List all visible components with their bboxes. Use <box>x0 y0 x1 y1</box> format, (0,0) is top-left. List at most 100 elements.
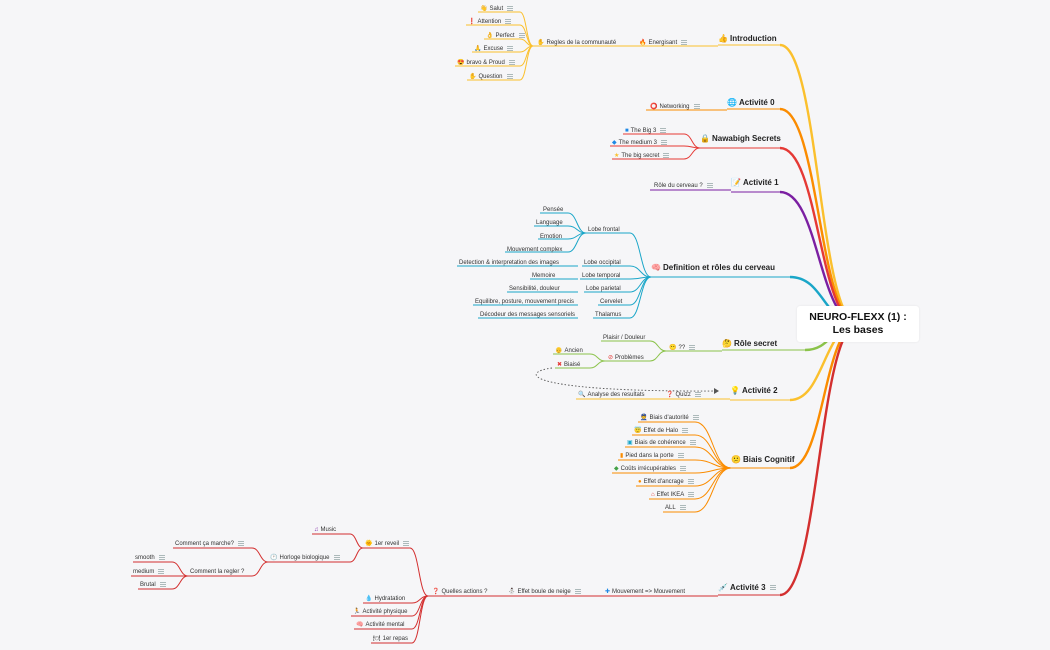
halo-icon: 😇 <box>634 428 642 434</box>
biais-item[interactable]: ●Effet d'ancrage <box>638 478 694 486</box>
connector-line <box>171 575 189 590</box>
biais-item[interactable]: ▮Pied dans la porte <box>620 452 684 460</box>
wave-icon: 👋 <box>480 6 488 12</box>
connector-line <box>694 421 732 469</box>
node-comment-marche[interactable]: Comment ça marche? <box>175 540 245 548</box>
intro-item[interactable]: 👌Perfect <box>486 32 525 40</box>
music-note-icon: ♫ <box>314 527 319 533</box>
intro-item[interactable]: ✋Question <box>469 73 513 81</box>
lobe-name[interactable]: Lobe parietal <box>586 286 621 292</box>
syringe-icon: 💉 <box>718 583 728 592</box>
node-lobe-frontal[interactable]: Lobe frontal <box>588 227 620 233</box>
connector-line <box>349 533 364 549</box>
intro-item[interactable]: 👋Salut <box>480 5 514 13</box>
branch-role-secret[interactable]: 🤔Rôle secret <box>722 339 778 348</box>
function-desc[interactable]: Sensibilité, douleur <box>509 286 560 292</box>
biais-item[interactable]: ⌂Effet IKEA <box>651 491 695 499</box>
note-icon <box>505 18 512 24</box>
node-question-marks[interactable]: 😶?? <box>669 344 696 352</box>
function-desc[interactable]: Detection & interpretation des images <box>459 260 560 266</box>
regler-item[interactable]: Brutal <box>140 581 166 589</box>
node-premier-reveil[interactable]: 🌞1er reveil <box>365 540 410 548</box>
circle-icon: ⭕ <box>650 104 658 110</box>
dotted-relation-line <box>535 367 716 392</box>
note-icon <box>507 45 514 51</box>
node-music[interactable]: ♫Music <box>314 527 337 533</box>
frontal-item[interactable]: Emotion <box>540 234 563 240</box>
action-item[interactable]: 🍽1er repas <box>373 636 408 642</box>
frontal-item[interactable]: Pensée <box>543 207 564 213</box>
branch-biais-cognitif[interactable]: 😕Biais Cognitif <box>731 455 795 464</box>
frontal-item[interactable]: Language <box>536 220 563 226</box>
intro-item[interactable]: ❗Attention <box>468 18 512 26</box>
branch-activite-3[interactable]: 💉Activité 3 <box>718 584 776 592</box>
lobe-name[interactable]: Lobe occipital <box>584 260 621 266</box>
heart-eyes-icon: 😍 <box>457 60 465 66</box>
nawabigh-item[interactable]: ◆The medium 3 <box>612 139 667 147</box>
chair-icon: ⌂ <box>651 492 655 498</box>
magnifier-icon: 🔍 <box>578 392 586 398</box>
branch-introduction[interactable]: 👍Introduction <box>718 34 777 43</box>
node-mouvement[interactable]: ✚Mouvement => Mouvement <box>605 589 686 595</box>
node-analyse[interactable]: 🔍Analyse des resultats <box>578 392 645 398</box>
biais-item[interactable]: ◆Coûts irrécupérables <box>614 465 686 473</box>
intro-item[interactable]: 😍bravo & Proud <box>457 59 515 67</box>
branch-activite-2[interactable]: 💡Activité 2 <box>730 386 778 395</box>
action-item[interactable]: 🧠Activité mental <box>356 622 405 628</box>
node-horloge[interactable]: 🕐Horloge biologique <box>270 554 340 562</box>
clock-icon: 🕐 <box>270 555 278 561</box>
connector-line <box>779 107 859 326</box>
node-quizz[interactable]: ❓Quizz <box>666 391 701 399</box>
node-ancien[interactable]: 👴Ancien <box>555 348 583 354</box>
node-role-cerveau[interactable]: Rôle du cerveau ? <box>654 182 713 190</box>
regler-item[interactable]: smooth <box>135 554 165 562</box>
connector-line <box>629 232 652 278</box>
function-desc[interactable]: Memoire <box>532 273 556 279</box>
brain-icon: 🧠 <box>651 263 661 272</box>
biais-item[interactable]: ▣Biais de cohérence <box>627 439 696 447</box>
node-regles[interactable]: ✋Regles de la communauté <box>537 40 617 46</box>
sun-icon: 🌞 <box>365 541 373 547</box>
connector-line <box>779 43 859 326</box>
note-icon <box>681 39 688 45</box>
node-quelles-actions[interactable]: ❓Quelles actions ? <box>432 589 488 595</box>
note-icon <box>663 152 670 158</box>
node-networking[interactable]: ⭕Networking <box>650 103 700 111</box>
node-boule-neige[interactable]: ⛄Effet boule de neige <box>508 588 581 596</box>
note-icon <box>677 452 684 458</box>
lobe-name[interactable]: Thalamus <box>595 312 622 318</box>
action-item[interactable]: 💧Hydratation <box>365 596 406 602</box>
note-icon <box>689 439 696 445</box>
nawabigh-item[interactable]: ★The big secret <box>614 152 670 160</box>
note-icon <box>692 414 699 420</box>
biais-item[interactable]: 😇Effet de Halo <box>634 427 689 435</box>
connector-line <box>251 561 269 577</box>
regler-item[interactable]: medium <box>133 568 165 576</box>
branch-activite-0[interactable]: 🌐Activité 0 <box>727 98 775 107</box>
intro-item[interactable]: 🙏Excuse <box>474 45 514 53</box>
branch-nawabigh-secrets[interactable]: 🔒Nawabigh Secrets <box>700 134 781 143</box>
frontal-item[interactable]: Mouvement complex <box>507 247 563 253</box>
lobe-name[interactable]: Lobe temporal <box>582 273 621 279</box>
connector-line <box>409 547 429 597</box>
node-plaisir-douleur[interactable]: Plaisir / Douleur <box>603 335 646 341</box>
connector-line <box>589 353 606 362</box>
nawabigh-item[interactable]: ■The Big 3 <box>625 127 667 135</box>
biais-item[interactable]: 👮Biais d'autorité <box>640 414 699 422</box>
lobe-name[interactable]: Cervelet <box>600 299 623 305</box>
node-problemes[interactable]: ⊘Problèmes <box>608 355 644 361</box>
branch-activite-1[interactable]: 📝Activité 1 <box>731 178 779 187</box>
node-energisant[interactable]: 🔥Energisant <box>639 39 688 47</box>
function-desc[interactable]: Equilibre, posture, mouvement precis <box>475 299 575 305</box>
brain-icon: 🧠 <box>356 622 364 628</box>
note-icon <box>694 391 701 397</box>
memo-icon: 📝 <box>731 178 741 187</box>
biais-item[interactable]: ALL <box>665 504 686 512</box>
action-item[interactable]: 🏃Activité physique <box>353 609 408 615</box>
function-desc[interactable]: Décodeur des messages sensoriels <box>480 312 576 318</box>
snowman-icon: ⛄ <box>508 589 516 595</box>
node-comment-regler[interactable]: Comment la regler ? <box>190 569 245 575</box>
branch-definition[interactable]: 🧠Definition et rôles du cerveau <box>651 263 775 272</box>
node-biaise[interactable]: ✖Biaisé <box>557 362 581 368</box>
root-node[interactable]: NEURO-FLEXX (1) : Les bases <box>797 306 919 342</box>
